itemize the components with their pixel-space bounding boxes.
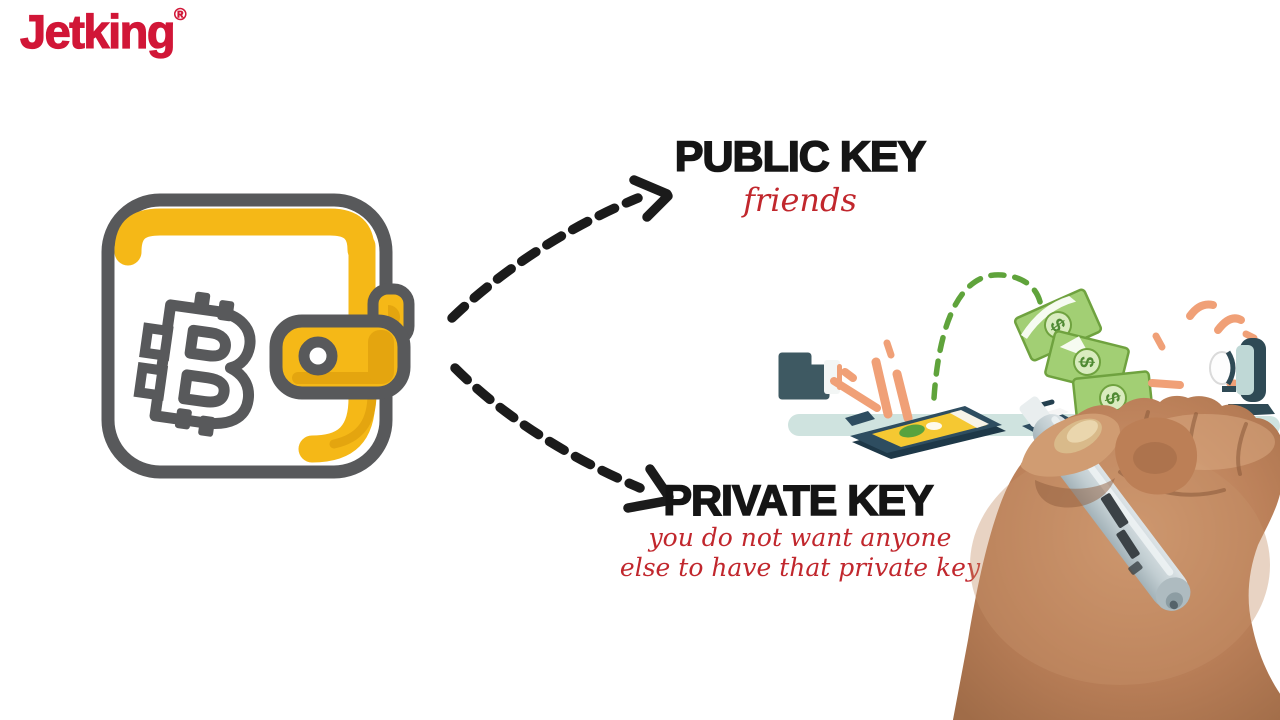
marker-label-marks <box>1100 493 1143 575</box>
sketch-hand-strokes-left <box>830 339 913 423</box>
svg-text:$: $ <box>1075 356 1097 368</box>
receiving-phone-icon <box>1209 338 1275 416</box>
index-finger <box>1115 417 1198 495</box>
tablet-device-icon <box>845 406 1006 459</box>
private-key-note: you do not want anyone else to have that… <box>610 523 990 583</box>
bitcoin-symbol-icon <box>133 291 256 437</box>
dashed-arrow-public-icon <box>447 193 643 323</box>
hand-with-marker-illustration <box>952 395 1280 720</box>
sleeve-illustration <box>778 352 842 400</box>
private-key-title: PRIVATE KEY <box>663 476 935 526</box>
bitcoin-wallet-icon <box>101 193 415 479</box>
money-transfer-illustration: $ $ $ <box>778 272 1280 459</box>
public-key-title: PUBLIC KEY <box>674 132 927 182</box>
hand-silhouette <box>952 395 1280 720</box>
public-key-note: friends <box>743 181 857 219</box>
registered-trademark-icon: ® <box>174 5 187 25</box>
brand-logo: Jetking® <box>19 4 280 66</box>
thumbnail <box>1054 418 1102 454</box>
dashed-arrow-private-icon <box>450 363 645 493</box>
thumb-web-shadow <box>1035 478 1115 508</box>
brand-logo-text: Jetking <box>19 4 176 58</box>
dashed-arrows <box>447 175 674 513</box>
money-arc-dashed <box>931 272 1044 401</box>
private-key-note-line2: else to have that private key <box>619 553 981 582</box>
private-key-note-line1: you do not want anyone <box>648 523 952 552</box>
